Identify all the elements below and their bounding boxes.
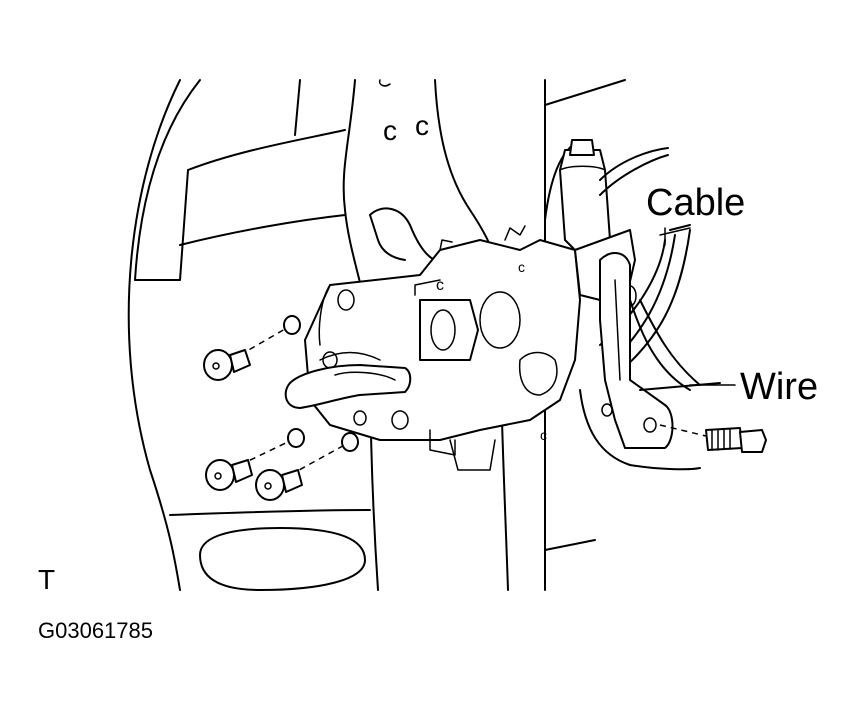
wire-label: Wire	[740, 366, 819, 408]
outside-handle-bracket	[579, 224, 721, 471]
screw-right	[659, 424, 767, 453]
svg-text:c: c	[518, 259, 525, 275]
door-frame	[127, 79, 371, 591]
screw-lower-center	[255, 432, 359, 501]
screw-upper-left	[203, 315, 301, 381]
figure-code-label: G03061785	[38, 618, 153, 643]
cable-label: Cable	[646, 182, 746, 224]
svg-text:c: c	[415, 110, 429, 141]
screws	[203, 315, 767, 501]
svg-text:c: c	[383, 115, 397, 146]
leader-lines	[664, 227, 736, 386]
svg-text:c: c	[436, 277, 444, 294]
svg-text:c: c	[540, 427, 547, 443]
inside-handle-lever	[284, 364, 412, 409]
screw-lower-left	[205, 428, 305, 491]
view-mark-label: T	[38, 564, 56, 595]
